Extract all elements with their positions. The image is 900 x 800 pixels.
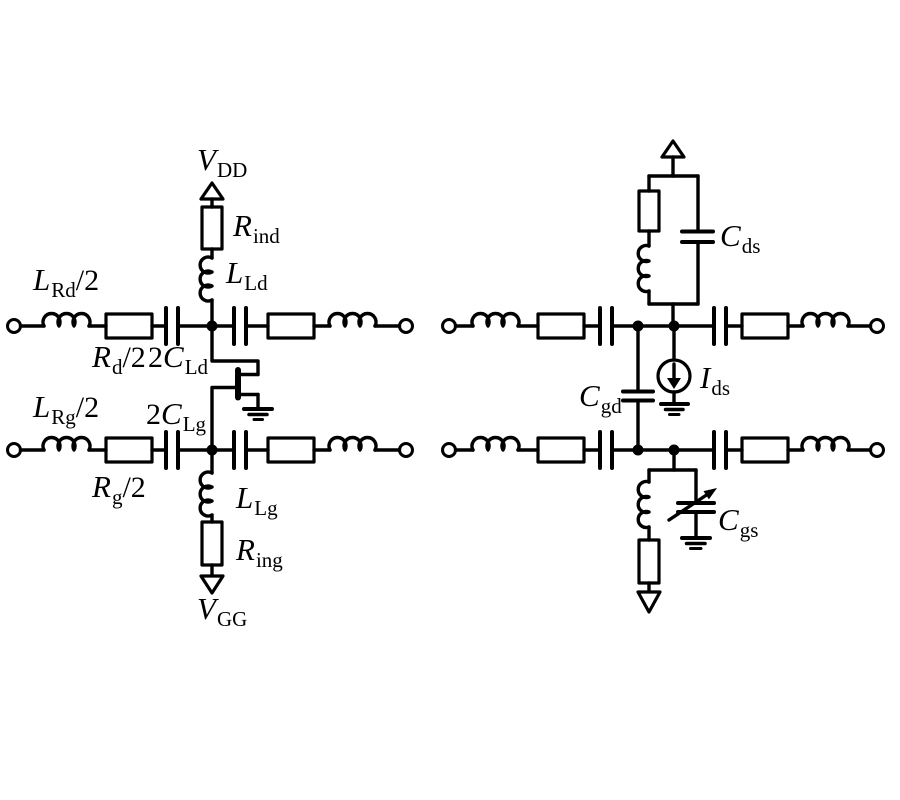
- label-ring: Ring: [236, 532, 283, 572]
- capacitor-plates: [598, 430, 614, 470]
- ground-symbol: [659, 402, 690, 416]
- label-lrg2: LRg/2: [33, 389, 100, 429]
- drain-bias-block: [636, 139, 715, 323]
- port-terminal: [869, 442, 885, 458]
- right-gate-line: [441, 430, 885, 470]
- inductor-coil: [327, 435, 378, 452]
- capacitor-plates: [712, 430, 728, 470]
- label-rg2: Rg/2: [92, 469, 146, 509]
- label-lrd2: LRd/2: [33, 262, 100, 302]
- gate-connection: [210, 385, 238, 452]
- current-arrow-head: [667, 378, 681, 389]
- label-cgd: Cgd: [579, 378, 622, 418]
- ids-current-source: [656, 324, 692, 416]
- inductor-coil: [800, 435, 851, 452]
- resistor-box: [104, 436, 154, 464]
- resistor-box: [740, 436, 790, 464]
- inductor-coil: [470, 435, 521, 452]
- port-terminal: [869, 318, 885, 334]
- supply-arrow-up: [199, 181, 225, 201]
- cgd-capacitor-plates: [621, 389, 655, 403]
- resistor-box: [266, 436, 316, 464]
- resistor-box: [266, 312, 316, 340]
- supply-arrow-up: [660, 139, 686, 159]
- inductor-coil: [198, 470, 214, 518]
- label-rind: Rind: [233, 208, 280, 248]
- label-vdd: VDD: [197, 142, 248, 182]
- capacitor-plates: [232, 306, 248, 346]
- label-clg2: 2CLg: [146, 396, 207, 436]
- capacitor-plates: [232, 430, 248, 470]
- cgs-varactor: [667, 488, 717, 522]
- resistor-box: [740, 312, 790, 340]
- label-cds: Cds: [720, 218, 761, 258]
- inductor-coil: [800, 311, 851, 328]
- label-vgg: VGG: [197, 591, 248, 631]
- port-terminal: [398, 442, 414, 458]
- resistor-box: [536, 436, 586, 464]
- resistor-box: [200, 205, 224, 251]
- drain-connection: [210, 324, 260, 377]
- supply-arrow-down: [199, 574, 225, 595]
- ground-symbol: [680, 536, 712, 550]
- port-terminal: [6, 318, 22, 334]
- capacitor-plates: [712, 306, 728, 346]
- port-terminal: [441, 318, 457, 334]
- right-circuit: [441, 139, 885, 614]
- resistor-box: [200, 520, 224, 567]
- inductor-coil: [327, 311, 378, 328]
- port-terminal: [441, 442, 457, 458]
- varactor-arrow-shaft: [667, 492, 710, 522]
- port-terminal: [6, 442, 22, 458]
- left-gate-line: [6, 430, 414, 470]
- right-drain-line: [441, 306, 885, 346]
- resistor-box: [104, 312, 154, 340]
- left-drain-line: [6, 306, 414, 346]
- label-lld: LLd: [226, 255, 268, 295]
- resistor-box: [637, 538, 661, 585]
- gate-bias-branch: [198, 448, 225, 595]
- drain-bias-branch: [198, 181, 225, 323]
- cgd-branch: [621, 324, 655, 452]
- inductor-coil: [636, 479, 651, 530]
- inductor-coil: [41, 435, 92, 452]
- label-cgs: Cgs: [718, 502, 759, 542]
- inductor-coil: [470, 311, 521, 328]
- label-llg: LLg: [236, 480, 278, 520]
- gate-bias-block: [636, 448, 717, 614]
- resistor-box: [536, 312, 586, 340]
- capacitor-plates: [164, 430, 180, 470]
- label-rd2: Rd/2: [92, 339, 146, 379]
- varactor-arrow-head: [703, 488, 717, 500]
- label-cld2: 2CLd: [148, 339, 209, 379]
- inductor-coil: [41, 311, 92, 328]
- supply-arrow-down: [636, 590, 662, 614]
- inductor-coil: [198, 255, 214, 303]
- left-circuit: [6, 181, 414, 595]
- resistor-box: [637, 189, 661, 233]
- ground-symbol: [242, 407, 274, 421]
- label-ids: Ids: [700, 360, 731, 400]
- port-terminal: [398, 318, 414, 334]
- inductor-coil: [636, 243, 651, 294]
- capacitor-plates: [598, 306, 614, 346]
- fet-transistor: [210, 324, 274, 452]
